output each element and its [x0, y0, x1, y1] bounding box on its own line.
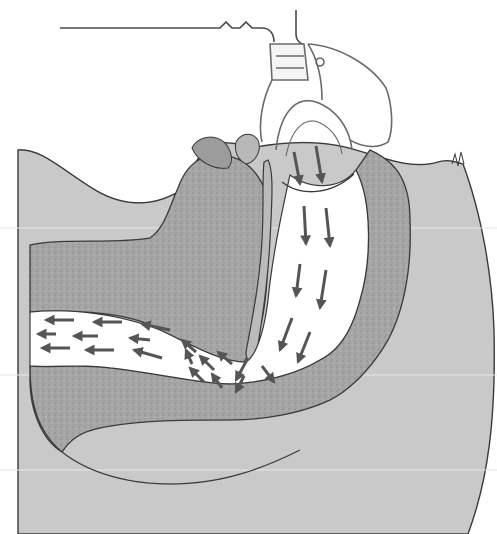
tubing-vertical [296, 10, 304, 44]
arrow-icon [130, 338, 150, 340]
arrow-icon [304, 206, 306, 244]
oxygen-tubing [60, 22, 274, 42]
